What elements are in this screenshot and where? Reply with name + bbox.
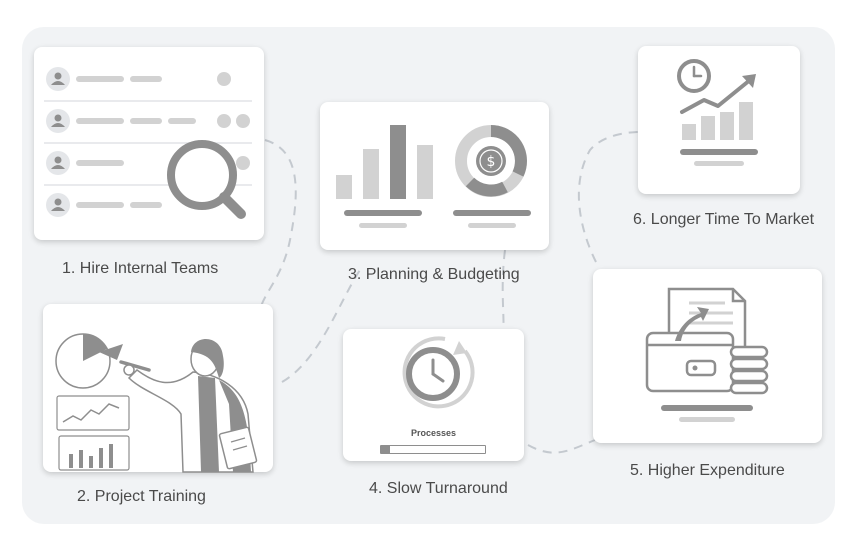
processes-label: Processes	[410, 428, 457, 438]
magnifier-icon	[167, 140, 246, 219]
step-2-label: 2. Project Training	[77, 488, 206, 505]
wallet-coins-icon	[645, 287, 769, 422]
presenter-illustration	[55, 333, 258, 473]
user-row	[46, 109, 250, 133]
step-6-label: 6. Longer Time To Market	[633, 211, 815, 228]
clock-trend-chart-icon	[677, 59, 758, 166]
step-5-label: 5. Higher Expenditure	[630, 462, 785, 479]
clock-refresh-icon	[402, 336, 475, 409]
user-row	[46, 67, 231, 91]
slow-turnaround-card: Processes	[343, 329, 524, 461]
step-1-label: 1. Hire Internal Teams	[62, 260, 219, 277]
line-chart-board	[56, 395, 130, 431]
user-row	[46, 151, 250, 175]
higher-expenditure-card	[593, 269, 822, 443]
hire-teams-card	[34, 47, 264, 240]
time-to-market-card	[638, 46, 800, 194]
project-training-card	[43, 304, 273, 473]
step-4-label: 4. Slow Turnaround	[369, 480, 508, 497]
step-3-label: 3. Planning & Budgeting	[348, 266, 520, 283]
bar-chart-board	[58, 435, 130, 471]
svg-text:$: $	[487, 154, 496, 170]
planning-budgeting-card: $	[320, 102, 549, 250]
processes-progress-bar	[380, 445, 486, 454]
dollar-donut-icon: $	[453, 125, 531, 228]
presenter	[119, 338, 258, 473]
pie-chart-icon	[55, 333, 123, 389]
progress-fill	[381, 446, 391, 453]
user-row	[46, 193, 162, 217]
user-list	[44, 67, 252, 217]
bar-chart-icon	[336, 125, 433, 228]
